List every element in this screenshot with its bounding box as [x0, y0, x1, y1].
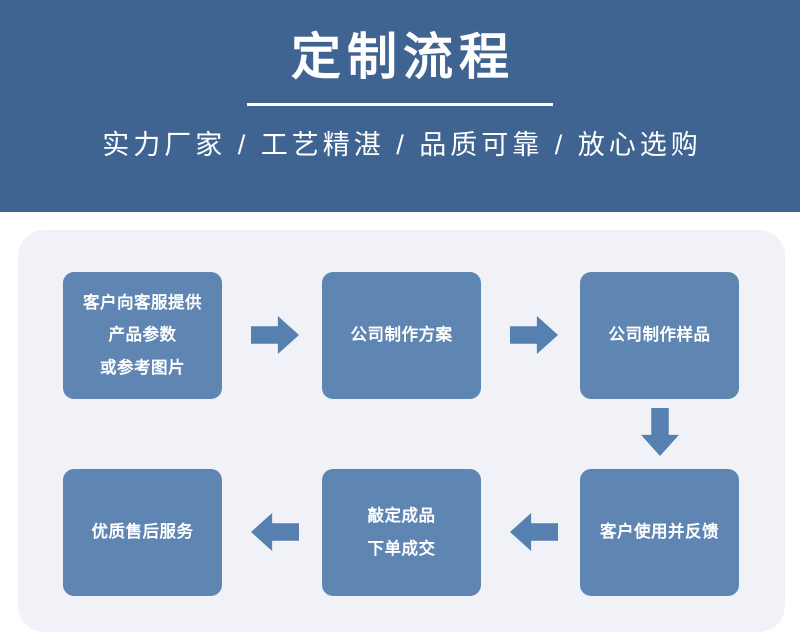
flow-step-4-line-1: 客户使用并反馈 — [600, 523, 719, 542]
flow-step-1-line-1: 客户向客服提供 — [83, 294, 202, 313]
flow-step-2-line-1: 公司制作方案 — [350, 326, 453, 345]
flow-step-5-line-2: 下单成交 — [367, 539, 436, 558]
flow-step-1-line-3: 或参考图片 — [100, 358, 185, 377]
flow-step-4: 客户使用并反馈 — [580, 469, 739, 596]
flow-step-1: 客户向客服提供 产品参数 或参考图片 — [63, 272, 222, 399]
title-divider — [247, 103, 553, 106]
flow-step-5-line-1: 敲定成品 — [367, 507, 436, 526]
flow-step-1-line-2: 产品参数 — [108, 326, 177, 345]
flow-step-6: 优质售后服务 — [63, 469, 222, 596]
flow-step-3-line-1: 公司制作样品 — [608, 326, 711, 345]
page-subtitle: 实力厂家 / 工艺精湛 / 品质可靠 / 放心选购 — [102, 130, 702, 160]
page-title: 定制流程 — [291, 29, 515, 85]
flow-step-5: 敲定成品 下单成交 — [322, 469, 481, 596]
flow-step-3: 公司制作样品 — [580, 272, 739, 399]
header-banner: 定制流程 实力厂家 / 工艺精湛 / 品质可靠 / 放心选购 — [0, 0, 800, 212]
flow-step-2: 公司制作方案 — [322, 272, 481, 399]
flow-step-6-line-1: 优质售后服务 — [91, 523, 194, 542]
